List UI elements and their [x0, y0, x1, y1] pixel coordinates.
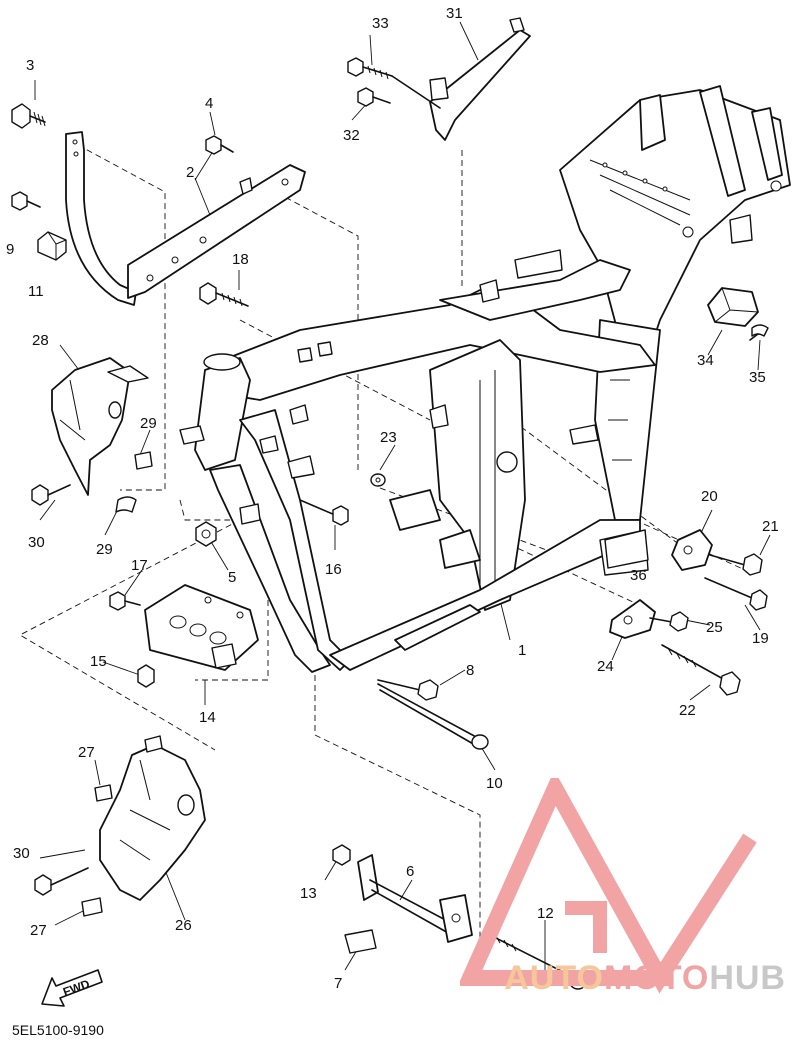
bracket-20 [671, 529, 713, 571]
callout-22: 22 [679, 702, 696, 719]
main-frame [179, 85, 791, 673]
callout-27a: 27 [78, 744, 95, 761]
bolt-4 [205, 135, 234, 155]
engine-mount-14 [144, 584, 259, 671]
nut-13 [332, 844, 351, 866]
bolt-16 [299, 499, 349, 526]
callout-20: 20 [701, 488, 718, 505]
bolt-30-lower [34, 867, 89, 896]
callout-32: 32 [343, 127, 360, 144]
bolt-17 [109, 591, 141, 611]
callout-24: 24 [597, 658, 614, 675]
callout-4: 4 [205, 95, 213, 112]
bracket-2 [127, 164, 306, 299]
callout-30b: 30 [13, 845, 30, 862]
label-27-lower [81, 897, 103, 917]
bolt-18 [199, 282, 249, 307]
callout-21: 21 [762, 518, 779, 535]
callout-16: 16 [325, 561, 342, 578]
watermark-auto: AUTO [504, 959, 604, 997]
leader-lines [34, 21, 771, 980]
assembly-guides [19, 144, 746, 940]
bolt-25 [649, 611, 689, 632]
callout-29b: 29 [96, 541, 113, 558]
callout-30a: 30 [28, 534, 45, 551]
bolt-10 [377, 683, 489, 750]
collar-11 [37, 231, 67, 261]
catalog-code: 5EL5100-9190 [12, 1022, 104, 1038]
callout-10: 10 [486, 775, 503, 792]
bolt-30-upper [31, 484, 71, 506]
bolt-32 [357, 87, 391, 107]
callout-14: 14 [199, 709, 216, 726]
bolt-21 [709, 553, 763, 576]
label-29-lower [115, 496, 137, 513]
fwd-label: FWD [61, 977, 92, 1000]
part-callouts: 1 2 3 4 5 6 7 8 9 10 11 12 13 14 15 16 1… [6, 5, 779, 992]
callout-15: 15 [90, 653, 107, 670]
callout-19: 19 [752, 630, 769, 647]
callout-2: 2 [186, 164, 194, 181]
callout-17: 17 [131, 557, 148, 574]
callout-26: 26 [175, 917, 192, 934]
fwd-arrow-icon: FWD [41, 969, 103, 1007]
label-29-upper [134, 451, 153, 470]
callout-12: 12 [537, 905, 554, 922]
stand-6 [357, 854, 473, 943]
callout-7: 7 [334, 975, 342, 992]
nut-5 [195, 521, 217, 547]
callout-34: 34 [697, 352, 714, 369]
bolt-9 [11, 191, 41, 211]
bolt-19 [704, 577, 768, 611]
callout-11: 11 [28, 283, 44, 300]
collar-23 [370, 473, 386, 487]
cover-28 [51, 357, 149, 496]
nut-15 [137, 664, 155, 688]
callout-29a: 29 [140, 415, 157, 432]
bracket-24 [609, 599, 656, 639]
stay-31 [391, 17, 531, 141]
label-7 [344, 929, 377, 954]
callout-33: 33 [372, 15, 389, 32]
callout-13: 13 [300, 885, 317, 902]
grab-rail [65, 131, 137, 306]
bolt-8 [377, 679, 439, 701]
screw-35 [749, 324, 769, 341]
callout-27b: 27 [30, 922, 47, 939]
callout-5: 5 [228, 569, 236, 586]
cover-26 [99, 735, 206, 901]
watermark-logo [460, 778, 757, 994]
callout-23: 23 [380, 429, 397, 446]
callout-8: 8 [466, 662, 474, 679]
bolt-33 [347, 57, 393, 80]
bolt-3 [11, 103, 46, 129]
callout-31: 31 [446, 5, 463, 22]
callout-36: 36 [630, 567, 647, 584]
watermark-moto: MOTO [603, 959, 710, 997]
callout-35: 35 [749, 369, 766, 386]
callout-25: 25 [706, 619, 723, 636]
label-36 [604, 529, 649, 569]
callout-18: 18 [232, 251, 249, 268]
watermark-hub: HUB [709, 959, 786, 997]
callout-9: 9 [6, 241, 14, 258]
damper-34 [707, 287, 759, 327]
label-27-upper [94, 784, 113, 802]
bolt-22 [661, 644, 741, 696]
watermark-text: AUTOMOTOHUB [504, 959, 786, 998]
callout-28: 28 [32, 332, 49, 349]
callout-6: 6 [406, 863, 414, 880]
callout-1: 1 [518, 642, 526, 659]
callout-3: 3 [26, 57, 34, 74]
